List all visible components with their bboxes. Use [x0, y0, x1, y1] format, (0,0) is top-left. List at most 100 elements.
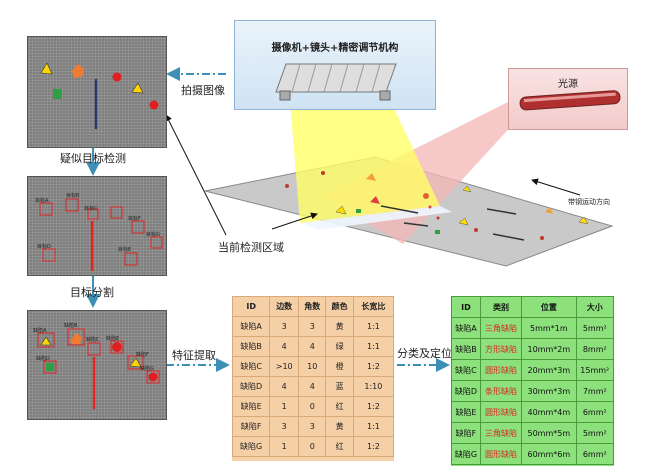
suspect-tag-b: 目标B	[66, 193, 80, 199]
feature-header-corners: 角数	[298, 296, 327, 317]
suspect-tag-f: 目标F	[128, 216, 141, 222]
cell: 10mm*2m	[521, 338, 577, 360]
table-row: 缺陷B 4 4 绿 1:1	[231, 336, 395, 357]
cell: 1:10	[352, 376, 395, 397]
table-row: 缺陷E 1 0 红 1:2	[231, 396, 395, 417]
cell: 3	[298, 316, 327, 337]
light-source-icon	[519, 90, 621, 111]
cell: 20mm*3m	[521, 359, 577, 381]
cell: 缺陷E	[451, 401, 481, 423]
cell: 30mm*3m	[521, 380, 577, 402]
cell: 缺陷D	[451, 380, 481, 402]
suspect-detection-label: 疑似目标检测	[60, 152, 126, 165]
defect-tag-f: 缺陷F	[136, 352, 149, 358]
cell: 圆形缺陷	[479, 359, 523, 381]
cell: 橙	[325, 356, 354, 377]
cell: 三角缺陷	[479, 422, 523, 444]
cell: 绿	[325, 336, 354, 357]
defect-tag-a: 缺陷A	[33, 328, 47, 334]
captured-image-shapes	[40, 62, 159, 129]
cell: 缺陷C	[231, 356, 271, 377]
suspect-tag-g: 目标G	[146, 232, 160, 238]
feature-table-grid: ID 边数 角数 颜色 长宽比 缺陷A 3 3 黄 1:1 缺陷B 4 4 绿 …	[231, 296, 395, 457]
cell: 黄	[325, 316, 354, 337]
cell: 7mm²	[575, 380, 615, 402]
cell: 3	[298, 416, 327, 437]
cell: 黄	[325, 416, 354, 437]
cell: 10	[298, 356, 327, 377]
table-row: 缺陷D 4 4 蓝 1:10	[231, 376, 395, 397]
cell: 4	[298, 336, 327, 357]
defect-tag-d: 缺陷D	[36, 356, 50, 362]
table-row: 缺陷E 圆形缺陷 40mm*4m 6mm²	[451, 401, 615, 423]
cell: 1	[269, 436, 300, 457]
suspect-targets-panel: 目标A 目标B 目标C 目标D 目标E 目标F 目标G	[27, 176, 167, 276]
table-row: 缺陷F 3 3 黄 1:1	[231, 416, 395, 437]
cell: 条形缺陷	[479, 380, 523, 402]
cell: 缺陷C	[451, 359, 481, 381]
cell: >10	[269, 356, 300, 377]
strip-direction-arrow	[531, 178, 581, 196]
table-row: 缺陷A 3 3 黄 1:1	[231, 316, 395, 337]
cell: 50mm*5m	[521, 422, 577, 444]
captured-image-panel	[27, 36, 167, 148]
class-header-position: 位置	[521, 296, 577, 318]
cell: 8mm²	[575, 338, 615, 360]
cell: 方形缺陷	[479, 338, 523, 360]
cell: 3	[269, 316, 300, 337]
light-box-title: 光源	[558, 79, 578, 90]
cell: 0	[298, 396, 327, 417]
cell: 4	[269, 336, 300, 357]
feature-header-edges: 边数	[269, 296, 300, 317]
cell: 0	[298, 436, 327, 457]
cell: 5mm²	[575, 422, 615, 444]
camera-beam	[290, 100, 440, 223]
cell: 圆形缺陷	[479, 401, 523, 423]
cell: 缺陷D	[231, 376, 271, 397]
cell: 6mm²	[575, 443, 615, 465]
table-row: 缺陷A 三角缺陷 5mm*1m 5mm²	[451, 317, 615, 339]
cell: 缺陷E	[231, 396, 271, 417]
defect-tag-c: 缺陷C	[86, 337, 100, 343]
classify-locate-label: 分类及定位	[397, 347, 452, 360]
cell: 红	[325, 396, 354, 417]
table-row: 缺陷F 三角缺陷 50mm*5m 5mm²	[451, 422, 615, 444]
cell: 1:2	[352, 356, 395, 377]
cell: 6mm²	[575, 401, 615, 423]
cell: 缺陷G	[451, 443, 481, 465]
suspect-tag-a: 目标A	[35, 198, 49, 204]
table-row: 缺陷C >10 10 橙 1:2	[231, 356, 395, 377]
suspect-target-shapes	[39, 198, 163, 271]
cell: 缺陷A	[231, 316, 271, 337]
cell: 圆形缺陷	[479, 443, 523, 465]
cell: 缺陷B	[231, 336, 271, 357]
cell: 1:2	[352, 436, 395, 457]
suspect-tag-d: 目标D	[37, 244, 51, 250]
cell: 缺陷G	[231, 436, 271, 457]
cell: 1:1	[352, 416, 395, 437]
cell: 缺陷A	[451, 317, 481, 339]
cell: 缺陷F	[231, 416, 271, 437]
cell: 1:1	[352, 336, 395, 357]
cell: 4	[298, 376, 327, 397]
camera-box-title: 摄像机+镜头+精密调节机构	[271, 43, 399, 54]
defect-tag-e: 缺陷E	[106, 336, 120, 342]
table-row: 缺陷G 1 0 红 1:2	[231, 436, 395, 457]
table-row: 缺陷B 方形缺陷 10mm*2m 8mm²	[451, 338, 615, 360]
cell: 红	[325, 436, 354, 457]
strip-defects	[285, 171, 589, 241]
table-row: 缺陷D 条形缺陷 30mm*3m 7mm²	[451, 380, 615, 402]
feature-header-id: ID	[231, 296, 271, 317]
feature-header-ratio: 长宽比	[352, 296, 395, 317]
suspect-tag-c: 目标C	[84, 206, 98, 212]
segmentation-label: 目标分割	[70, 286, 114, 299]
classification-table-grid: ID 类别 位置 大小 缺陷A 三角缺陷 5mm*1m 5mm² 缺陷B 方形缺…	[451, 296, 615, 465]
cell: 4	[269, 376, 300, 397]
strip-direction-label: 带钢运动方向	[568, 198, 610, 206]
suspect-tag-e: 目标E	[118, 247, 132, 253]
class-header-size: 大小	[575, 296, 615, 318]
cell: 5mm*1m	[521, 317, 577, 339]
feature-header-color: 颜色	[325, 296, 354, 317]
capture-label: 拍摄图像	[181, 84, 225, 97]
cell: 15mm²	[575, 359, 615, 381]
